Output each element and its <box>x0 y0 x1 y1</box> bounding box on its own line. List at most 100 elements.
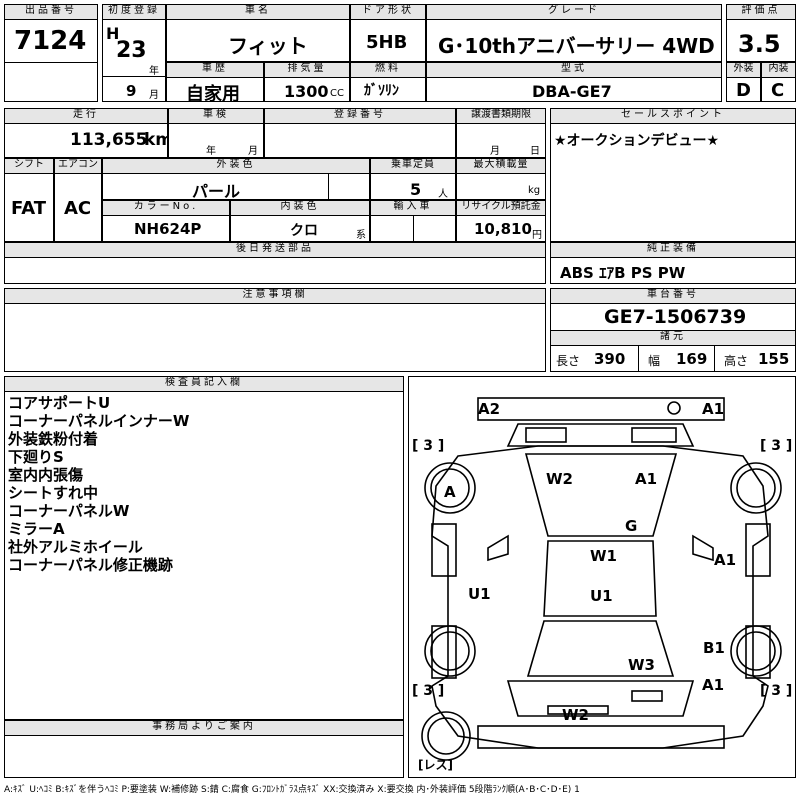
grade-label: グレード <box>426 4 722 20</box>
sales-point-label: セールスポイント <box>550 108 796 124</box>
int-grade-label: 内装 <box>761 62 796 78</box>
displacement-label: 排気量 <box>264 62 350 78</box>
note-line: コアサポートU <box>8 394 111 412</box>
score: 3.5 <box>738 30 781 58</box>
score-label: 評価点 <box>726 4 796 20</box>
note-line: コーナーパネルインナーW <box>8 412 190 430</box>
dims-div-2 <box>714 346 715 372</box>
tire-rl: [ 3 ] <box>412 683 445 699</box>
lot-number: 7124 <box>14 26 87 56</box>
insp-year-unit: 年 <box>206 146 216 157</box>
fuel: ｶﾞｿﾘﾝ <box>364 83 399 99</box>
history: 自家用 <box>186 84 240 105</box>
equipment-label: 純正装備 <box>550 242 796 258</box>
note-line: コーナーパネルW <box>8 502 130 520</box>
note-line: コーナーパネル修正機跡 <box>8 556 173 574</box>
tire-fr: [ 3 ] <box>760 438 793 454</box>
ac: AC <box>64 198 92 219</box>
load-label: 最大積載量 <box>456 158 546 174</box>
fuel-label: 燃料 <box>350 62 426 78</box>
ext-grade: D <box>736 80 751 101</box>
tire-rr-value: 3 <box>771 683 782 699</box>
shift: FAT <box>11 198 47 219</box>
color-no: NH624P <box>134 220 202 238</box>
capacity-label: 乗車定員 <box>370 158 456 174</box>
equipment: ABS ｴｱB PS PW <box>560 264 686 282</box>
reg-divider <box>102 76 166 77</box>
note-line: シートすれ中 <box>8 484 99 502</box>
mark-rear-corner-right: A1 <box>702 676 725 694</box>
mileage-unit: km <box>144 130 174 150</box>
transfer-label: 譲渡書類期限 <box>456 108 546 124</box>
door-label: ドア形状 <box>350 4 426 20</box>
recycle-fee: 10,810 <box>474 220 532 238</box>
mark-roof-right: A1 <box>635 470 658 488</box>
grade: G･10thアニバーサリー 4WD <box>438 34 715 58</box>
tire-fl-value: 3 <box>423 438 434 454</box>
note-line: 社外アルミホイール <box>8 538 143 556</box>
color-divider <box>328 174 329 200</box>
chassis-label: 車台番号 <box>550 288 796 304</box>
spare-value: レス <box>423 758 448 772</box>
int-grade: C <box>771 80 785 101</box>
transfer-month-unit: 月 <box>490 146 500 157</box>
load-unit: kg <box>528 185 541 196</box>
displacement: 1300 <box>284 82 329 101</box>
import-label: 輸入車 <box>370 200 456 216</box>
length: 390 <box>594 350 626 368</box>
reg-year: 23 <box>116 38 147 63</box>
mark-wheel-left: A <box>444 483 456 501</box>
int-color: クロ <box>290 223 318 239</box>
tire-fl: [ 3 ] <box>412 438 445 454</box>
int-color-unit: 系 <box>356 230 366 241</box>
tire-rr: [ 3 ] <box>760 683 793 699</box>
model-code: DBA-GE7 <box>532 82 612 101</box>
plate-label: 登録番号 <box>264 108 456 124</box>
car-diagram <box>421 397 782 761</box>
lot-box <box>4 4 98 102</box>
sales-point-box <box>550 108 796 242</box>
later-parts-label: 後日発送部品 <box>4 242 546 258</box>
ac-label: エアコン <box>54 158 102 174</box>
mark-trunk: W3 <box>628 656 655 674</box>
mark-rear-right: B1 <box>703 639 725 657</box>
note-line: 下廻りS <box>8 448 64 466</box>
recycle-label: リサイクル預託金 <box>456 200 546 216</box>
capacity: 5 <box>410 180 422 199</box>
mark-glass: G <box>625 517 638 535</box>
recycle-unit: 円 <box>532 230 542 241</box>
mileage: 113,655 <box>70 130 148 150</box>
mark-side-right: A1 <box>714 551 737 569</box>
mark-side-left: U1 <box>468 585 491 603</box>
door-type: 5HB <box>366 32 408 53</box>
legend: A:ｷｽﾞ U:ﾍｺﾐ B:ｷｽﾞを伴うﾍｺﾐ P:要塗装 W:補修跡 S:錆 … <box>4 785 580 795</box>
dims-div-1 <box>638 346 639 372</box>
era: H <box>106 24 120 43</box>
ext-color: パール <box>192 182 241 201</box>
spare-tire: [レス] <box>418 758 453 772</box>
year-unit: 年 <box>149 66 159 77</box>
tire-fr-value: 3 <box>771 438 782 454</box>
inspector-label: 検査員記入欄 <box>4 376 404 392</box>
sales-point-text: ★オークションデビュー★ <box>554 133 720 149</box>
inspection-label: 車検 <box>168 108 264 124</box>
lot-divider <box>4 62 98 63</box>
transfer-day-unit: 日 <box>530 146 540 157</box>
dims-label: 諸元 <box>550 330 796 346</box>
insp-month-unit: 月 <box>248 146 258 157</box>
office-label: 事務局よりご案内 <box>4 720 404 736</box>
mark-front-left: A2 <box>478 400 501 418</box>
ext-grade-label: 外装 <box>726 62 761 78</box>
mark-bumper-rear: W2 <box>562 706 589 724</box>
mark-floor: U1 <box>590 587 613 605</box>
reg-month: 9 <box>126 82 137 100</box>
width-label: 幅 <box>648 354 661 368</box>
color-label: 外装色 <box>102 158 370 174</box>
registration-box <box>102 4 166 102</box>
inspector-box <box>4 376 404 720</box>
height-label: 高さ <box>724 354 749 368</box>
note-line: ミラーA <box>8 520 65 538</box>
name-label: 車名 <box>166 4 350 20</box>
inspector-notes: コアサポートU コーナーパネルインナーW 外装鉄粉付着 下廻りS 室内内張傷 シ… <box>8 394 189 574</box>
shift-label: シフト <box>4 158 54 174</box>
